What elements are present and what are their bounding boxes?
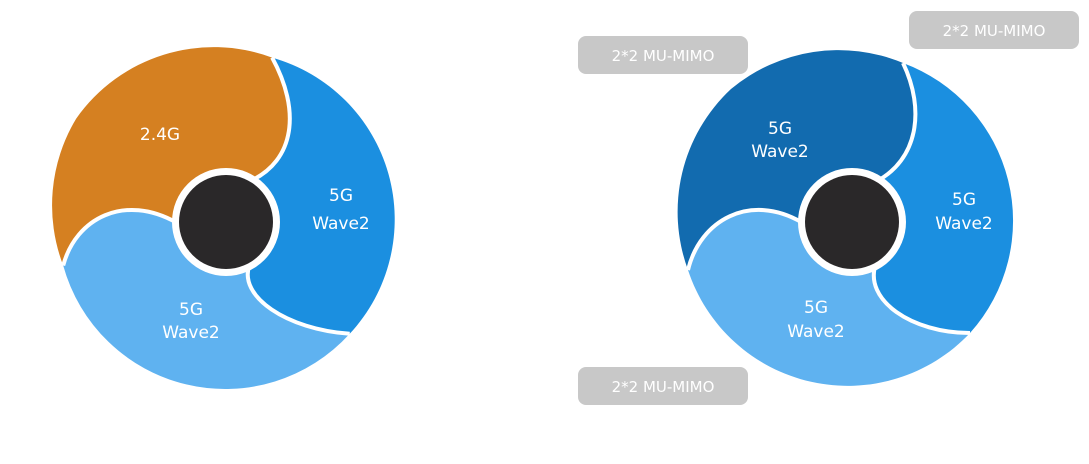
segment-label: 5G — [179, 300, 203, 320]
mu-mimo-badge: 2*2 MU-MIMO — [578, 36, 748, 74]
pinwheel-diagram-left: 2.4G 5G Wave2 5G Wave2 — [52, 47, 395, 390]
segment-label: 5G — [952, 190, 976, 210]
mu-mimo-badge: 2*2 MU-MIMO — [578, 367, 748, 405]
center-hub — [805, 175, 899, 269]
center-hub — [179, 175, 273, 269]
segment-separators — [61, 56, 350, 336]
segment-label: Wave2 — [751, 142, 808, 162]
segment-label: 5G — [804, 298, 828, 318]
segment-label: Wave2 — [162, 323, 219, 343]
mu-mimo-badge: 2*2 MU-MIMO — [909, 11, 1079, 49]
svg-text:2*2 MU-MIMO: 2*2 MU-MIMO — [943, 22, 1046, 40]
segment-5g-wave2-right — [873, 63, 1014, 333]
pinwheel-diagram-right: 5G Wave2 5G Wave2 5G Wave2 2*2 MU-MIMO 2… — [578, 11, 1079, 405]
segment-5g-wave2-bottom — [688, 209, 970, 386]
segment-label: 5G — [768, 119, 792, 139]
segment-5g-wave2-top — [677, 50, 916, 271]
segment-5g-wave2-right — [247, 57, 395, 334]
svg-text:2*2 MU-MIMO: 2*2 MU-MIMO — [612, 378, 715, 396]
segment-label: Wave2 — [312, 214, 369, 234]
segment-5g-wave2-bottom — [63, 209, 350, 390]
segment-label: 2.4G — [140, 125, 180, 145]
segment-label: Wave2 — [935, 214, 992, 234]
svg-text:2*2 MU-MIMO: 2*2 MU-MIMO — [612, 47, 715, 65]
segment-label: Wave2 — [787, 322, 844, 342]
segment-separators — [686, 62, 971, 335]
segment-label: 5G — [329, 186, 353, 206]
